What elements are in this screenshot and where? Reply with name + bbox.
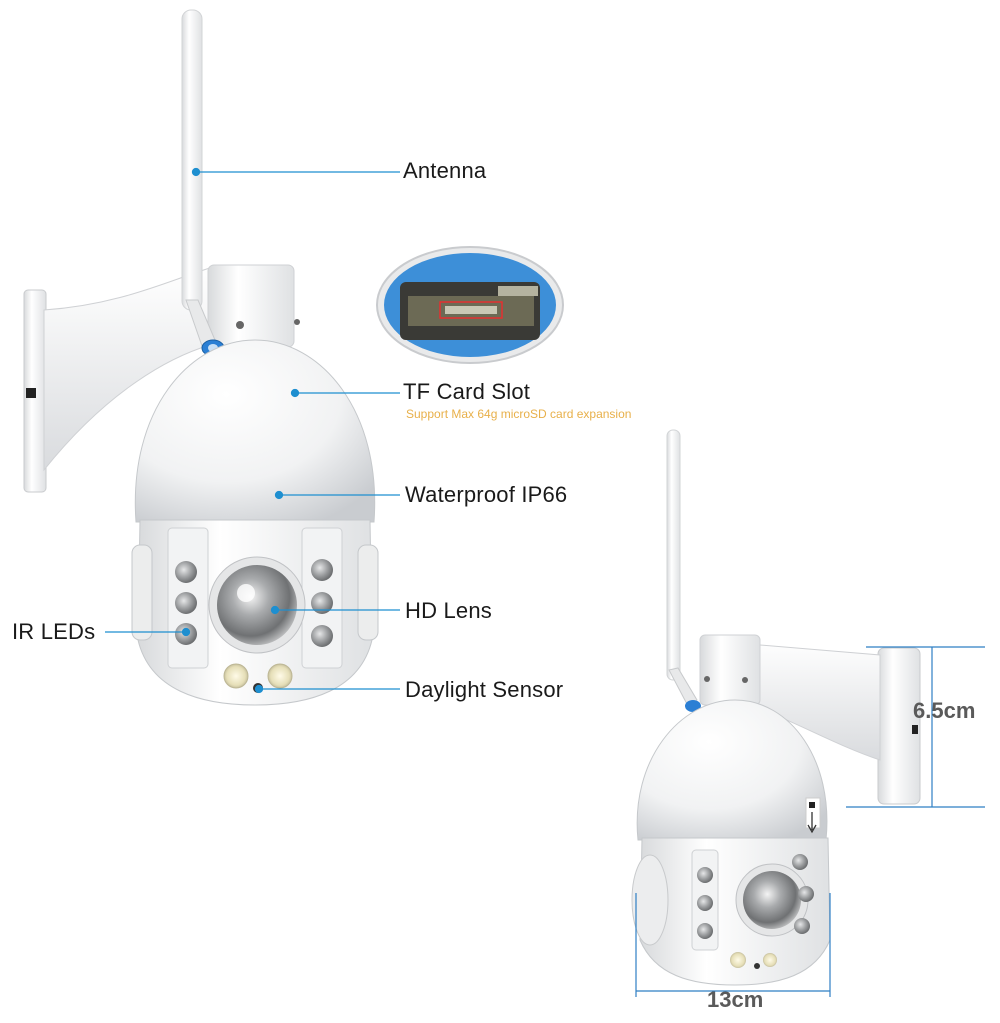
height-dimension-label: 6.5cm	[913, 698, 976, 723]
tf-card-slot-label: TF Card Slot	[403, 379, 531, 404]
antenna-label: Antenna	[403, 158, 487, 183]
hd-lens-label: HD Lens	[405, 598, 492, 623]
ir-led-right-strip	[301, 527, 343, 669]
camera-dome	[134, 339, 376, 523]
front-camera	[23, 9, 379, 706]
height-dimension	[846, 646, 985, 808]
side-camera	[631, 429, 921, 986]
width-dimension	[635, 893, 831, 997]
hd-lens	[208, 556, 306, 654]
camera-neck	[207, 264, 295, 348]
daylight-sensor-label: Daylight Sensor	[405, 677, 564, 702]
leader-lines	[105, 167, 400, 694]
side-antenna	[666, 429, 701, 712]
width-dimension-label: 13cm	[707, 987, 764, 1012]
ir-leds-label: IR LEDs	[12, 619, 96, 644]
ir-led-left-strip	[167, 527, 209, 669]
waterproof-label: Waterproof IP66	[405, 482, 568, 507]
side-dome	[636, 699, 828, 841]
tf-card-note: Support Max 64g microSD card expansion	[406, 407, 632, 421]
tf-card-slot-inset	[376, 246, 564, 364]
wall-mount-plate	[23, 289, 47, 493]
